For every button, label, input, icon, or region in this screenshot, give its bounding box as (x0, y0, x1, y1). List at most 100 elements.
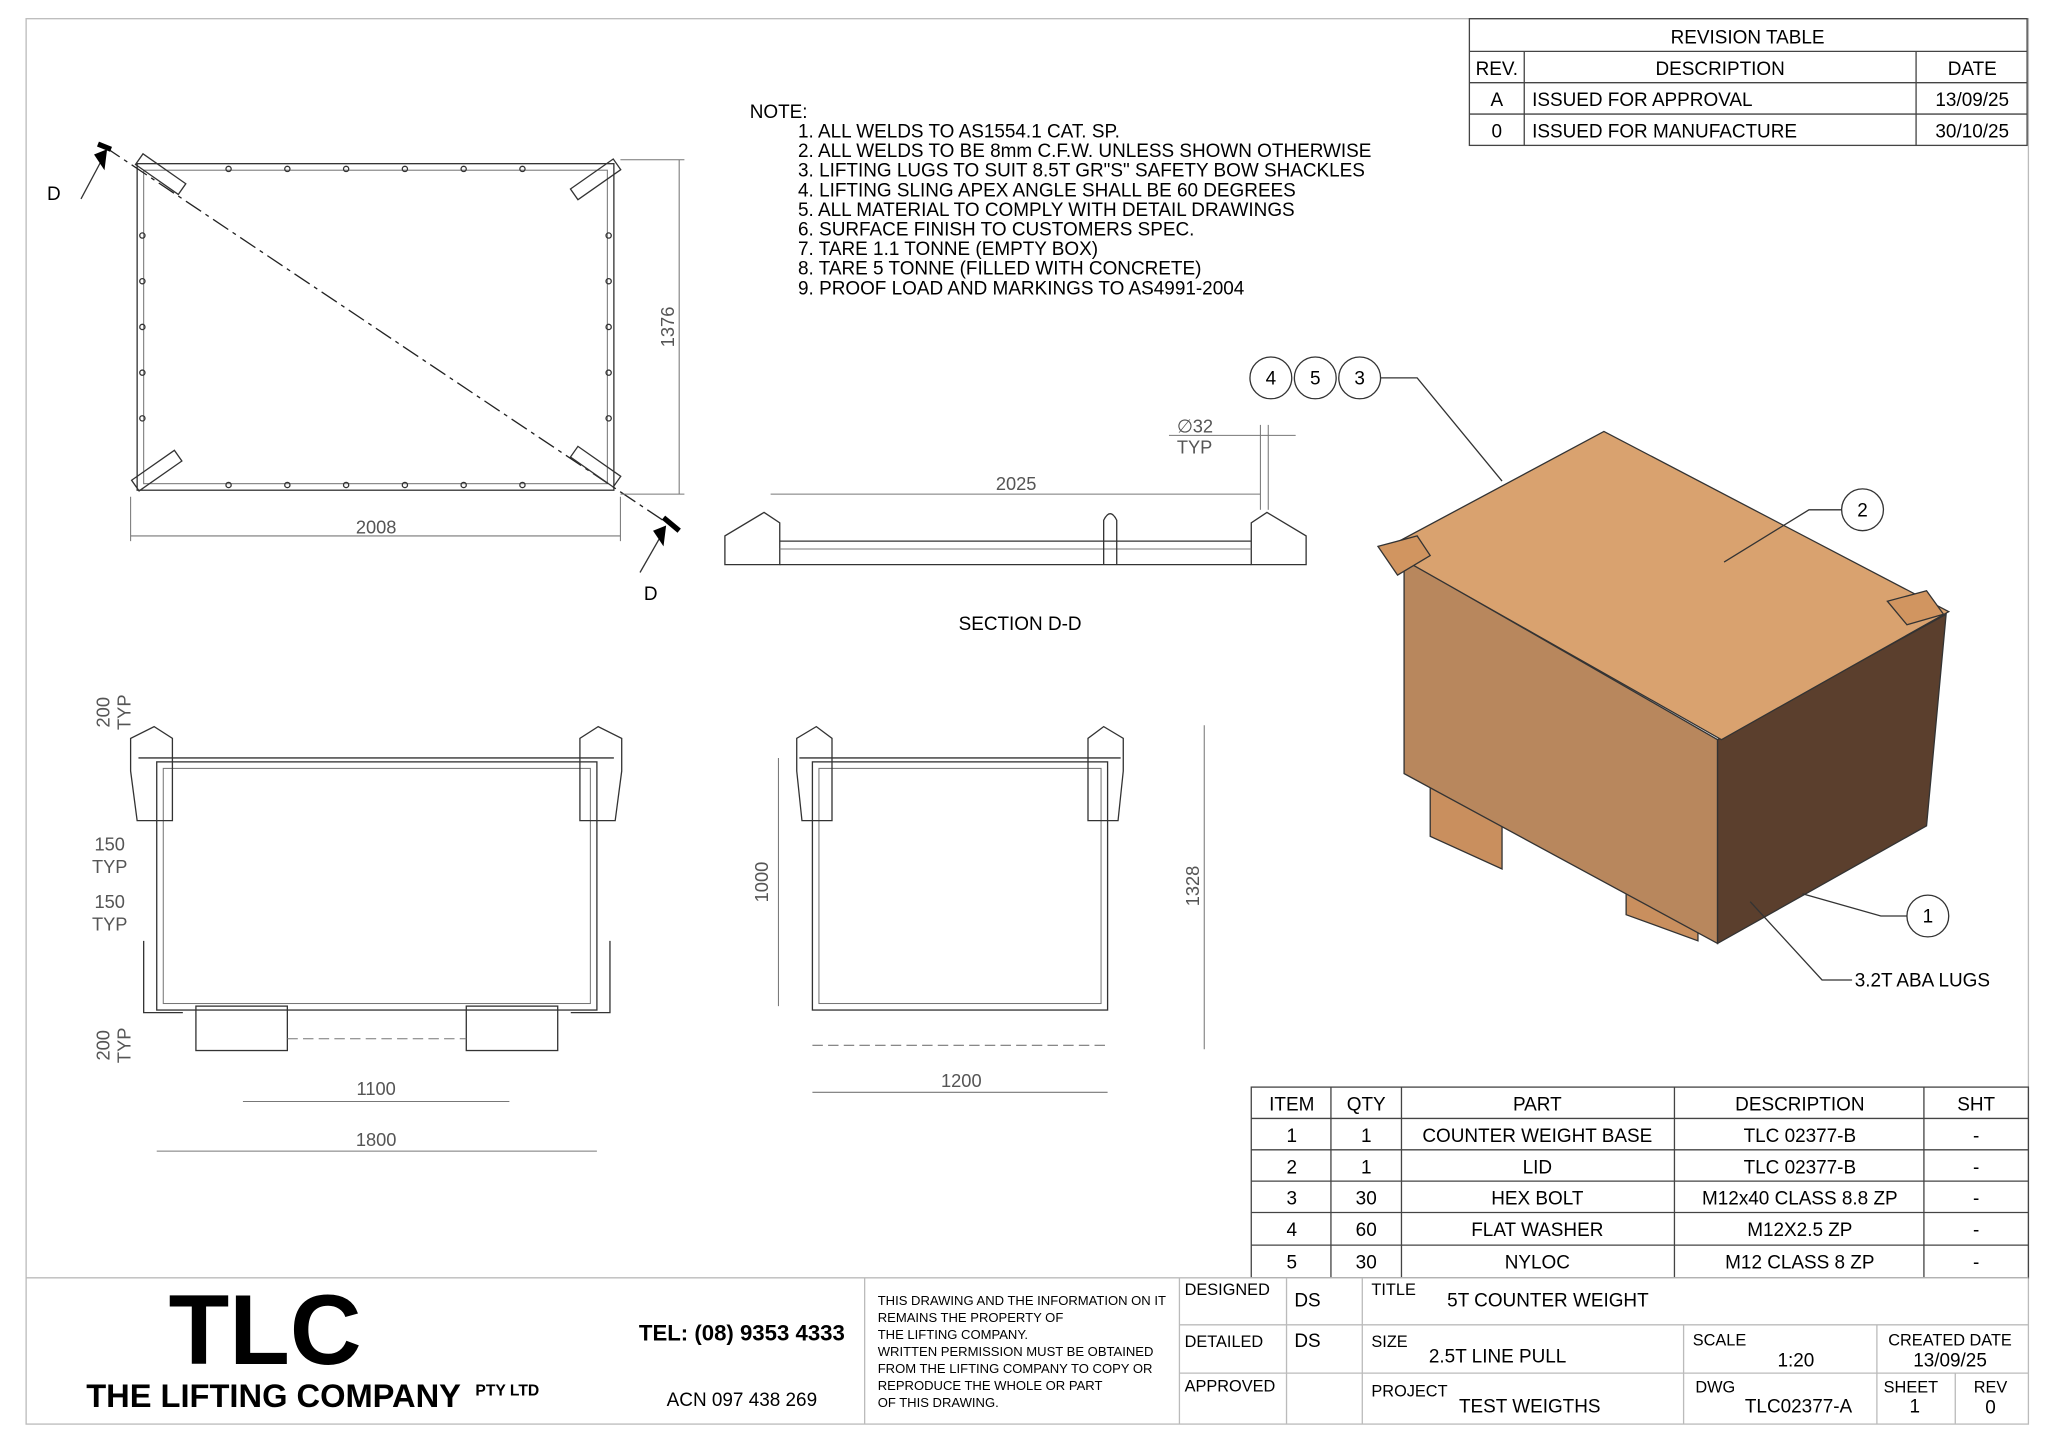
top-lug-typ: TYP (114, 694, 135, 730)
balloon-label: 2 (1857, 500, 1868, 521)
bom-cell: 5 (1286, 1253, 1297, 1274)
note-item: 6. SURFACE FINISH TO CUSTOMERS SPEC. (798, 220, 1194, 241)
side-width-dim: 1200 (941, 1070, 982, 1091)
title-block: TLC THE LIFTING COMPANY PTY LTD TEL: (08… (26, 1275, 2029, 1425)
sheet-label: SHEET (1884, 1379, 1938, 1397)
plan-height-dim: 1376 (657, 307, 678, 348)
detailed-value: DS (1294, 1331, 1320, 1352)
date-cell: 30/10/25 (1935, 122, 2009, 143)
rev-cell: A (1491, 90, 1504, 111)
bom-cell: LID (1523, 1157, 1552, 1178)
note-item: 9. PROOF LOAD AND MARKINGS TO AS4991-200… (798, 278, 1244, 299)
size-label: SIZE (1371, 1333, 1407, 1351)
disclaimer-line: THE LIFTING COMPANY. (878, 1327, 1028, 1342)
revision-table-title: REVISION TABLE (1671, 28, 1825, 49)
bom-cell: - (1973, 1157, 1979, 1178)
bom-table: ITEM QTY PART DESCRIPTION SHT 1 1 COUNTE… (1250, 1086, 2030, 1279)
hole-typ: TYP (1177, 437, 1213, 458)
note-item: 1. ALL WELDS TO AS1554.1 CAT. SP. (798, 122, 1120, 143)
acn: ACN 097 438 269 (667, 1390, 817, 1411)
disclaimer-line: OF THIS DRAWING. (878, 1395, 999, 1410)
overall-height-dim: 1328 (1182, 866, 1203, 907)
iso-view: 4 5 3 2 1 3.2T ABA LUGS (1249, 356, 1990, 992)
note-item: 4. LIFTING SLING APEX ANGLE SHALL BE 60 … (798, 180, 1296, 201)
section-label: SECTION D-D (959, 614, 1082, 635)
side-dim-1: 150 (94, 834, 124, 855)
bom-cell: FLAT WASHER (1471, 1220, 1603, 1241)
bom-cell: 4 (1286, 1220, 1297, 1241)
created-date-label: CREATED DATE (1888, 1332, 2012, 1350)
section-mark-d: D (644, 584, 658, 605)
bom-cell: - (1973, 1253, 1979, 1274)
bom-row: 2 1 LID TLC 02377-B - (1286, 1157, 1979, 1178)
balloon-label: 1 (1923, 907, 1934, 928)
bom-header: QTY (1347, 1095, 1386, 1116)
balloon-label: 5 (1310, 368, 1321, 389)
scale-value: 1:20 (1778, 1351, 1815, 1372)
lug-label: 3.2T ABA LUGS (1855, 971, 1990, 992)
bom-cell: 2 (1286, 1157, 1297, 1178)
plan-view: D D 2008 1376 (47, 141, 685, 605)
approved-label: APPROVED (1185, 1377, 1276, 1395)
bom-cell: 30 (1356, 1189, 1377, 1210)
note-item: 7. TARE 1.1 TONNE (EMPTY BOX) (798, 239, 1098, 260)
disclaimer-line: THIS DRAWING AND THE INFORMATION ON IT (878, 1293, 1166, 1308)
disclaimer-line: WRITTEN PERMISSION MUST BE OBTAINED (878, 1344, 1154, 1359)
bom-cell: 30 (1356, 1253, 1377, 1274)
designed-value: DS (1294, 1291, 1320, 1312)
disclaimer-line: REMAINS THE PROPERTY OF (878, 1310, 1064, 1325)
bom-cell: HEX BOLT (1491, 1189, 1584, 1210)
bom-cell: TLC 02377-B (1744, 1157, 1857, 1178)
bottom-lug-typ: TYP (114, 1028, 135, 1064)
notes-heading: NOTE: (750, 102, 808, 123)
bom-cell: 60 (1356, 1220, 1377, 1241)
section-mark-d: D (47, 184, 61, 205)
sheet-value: 1 (1910, 1396, 1921, 1417)
disclaimer-line: FROM THE LIFTING COMPANY TO COPY OR (878, 1361, 1153, 1376)
bom-row: 4 60 FLAT WASHER M12X2.5 ZP - (1286, 1220, 1979, 1241)
front-width-dim: 1800 (356, 1129, 397, 1150)
bom-header: PART (1513, 1095, 1562, 1116)
rev-header: REV. (1476, 59, 1518, 80)
balloon-label: 3 (1354, 368, 1365, 389)
bom-cell: 1 (1361, 1126, 1372, 1147)
project-value: TEST WEIGTHS (1459, 1396, 1601, 1417)
description-cell: ISSUED FOR MANUFACTURE (1532, 122, 1797, 143)
feet-span-dim: 1100 (357, 1078, 396, 1099)
notes: NOTE: 1. ALL WELDS TO AS1554.1 CAT. SP. … (750, 102, 1372, 299)
title-value: 5T COUNTER WEIGHT (1447, 1291, 1649, 1312)
project-label: PROJECT (1371, 1383, 1447, 1401)
top-lug-dim: 200 (93, 697, 114, 727)
balloon-label: 4 (1266, 368, 1277, 389)
bom-row: 3 30 HEX BOLT M12x40 CLASS 8.8 ZP - (1286, 1189, 1979, 1210)
bom-cell: M12x40 CLASS 8.8 ZP (1702, 1189, 1898, 1210)
rev-cell: 0 (1492, 122, 1503, 143)
sheet-border (25, 18, 2030, 1425)
dwg-value: TLC02377-A (1745, 1396, 1853, 1417)
scale-label: SCALE (1693, 1332, 1747, 1350)
bom-cell: - (1973, 1126, 1979, 1147)
side-typ-1: TYP (92, 856, 128, 877)
section-view: 2025 ∅32 TYP SECTION D-D (724, 416, 1307, 635)
bom-cell: 1 (1361, 1157, 1372, 1178)
disclaimer-line: REPRODUCE THE WHOLE OR PART (878, 1378, 1103, 1393)
note-item: 5. ALL MATERIAL TO COMPLY WITH DETAIL DR… (798, 200, 1295, 221)
date-header: DATE (1948, 59, 1997, 80)
description-header: DESCRIPTION (1656, 59, 1785, 80)
bom-header: SHT (1957, 1095, 1995, 1116)
rev-label: REV (1974, 1379, 2008, 1397)
designed-label: DESIGNED (1185, 1281, 1270, 1299)
side-dim-2: 150 (94, 891, 124, 912)
detailed-label: DETAILED (1185, 1333, 1264, 1351)
bom-cell: M12 CLASS 8 ZP (1725, 1253, 1874, 1274)
front-view: 1100 1800 200 TYP 150 TYP 150 TYP 200 TY… (92, 694, 623, 1152)
box-lid (1383, 430, 1951, 741)
note-item: 3. LIFTING LUGS TO SUIT 8.5T GR"S" SAFET… (798, 161, 1365, 182)
description-cell: ISSUED FOR APPROVAL (1532, 90, 1752, 111)
date-cell: 13/09/25 (1935, 90, 2009, 111)
company-name: THE LIFTING COMPANY (86, 1377, 461, 1414)
bom-cell: NYLOC (1505, 1253, 1570, 1274)
bom-cell: - (1973, 1220, 1979, 1241)
bom-cell: TLC 02377-B (1744, 1126, 1857, 1147)
